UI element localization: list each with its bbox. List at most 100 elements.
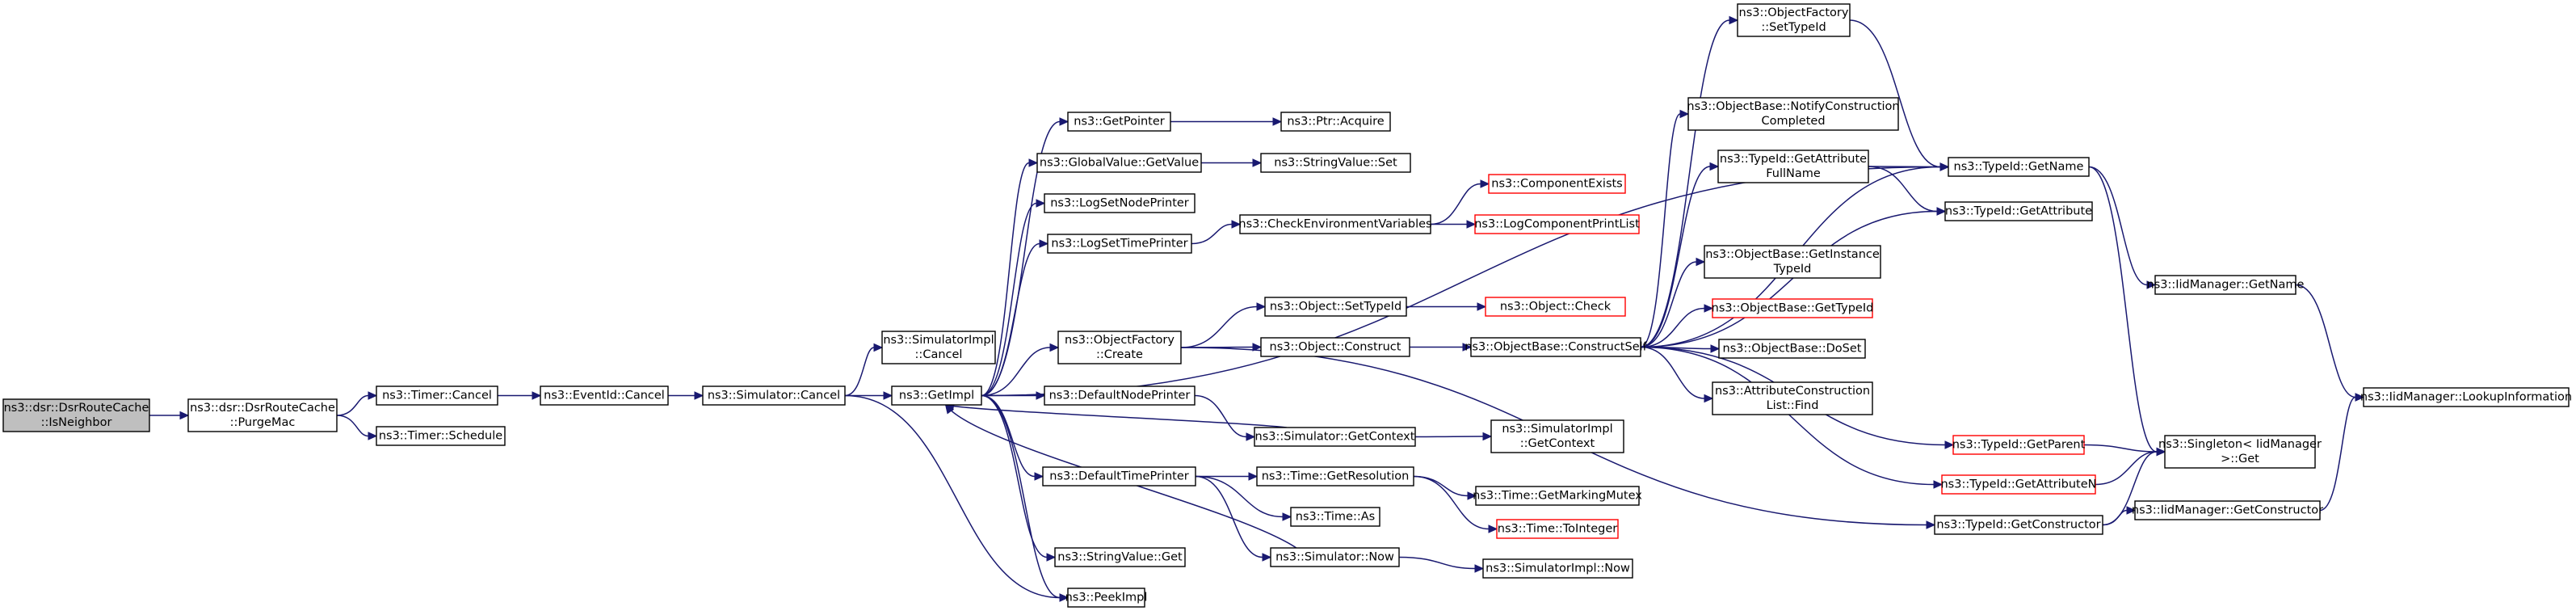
- arrowhead: [1059, 117, 1069, 126]
- node-strvalget[interactable]: ns3::StringValue::Get: [1054, 547, 1186, 567]
- node-box: [2, 398, 150, 432]
- node-compexists[interactable]: ns3::ComponentExists: [1488, 174, 1626, 194]
- node-tidgetparent[interactable]: ns3::TypeId::GetParent: [1952, 435, 2086, 455]
- node-simimplcancel[interactable]: ns3::SimulatorImpl::Cancel: [881, 331, 996, 364]
- node-box: [1044, 193, 1196, 213]
- edge-tidgetparent-to-singletonget: [2083, 444, 2158, 453]
- node-label: ns3::TypeId::GetAttributeN: [1940, 478, 2096, 491]
- node-dolset[interactable]: ns3::ObjectBase::DoSet: [1718, 339, 1866, 359]
- edge-purgemac-to-timercancel: [336, 394, 369, 416]
- node-label: ns3::ObjectBase::GetInstance: [1705, 248, 1880, 261]
- arrowhead: [883, 391, 893, 400]
- node-simimplgetctx[interactable]: ns3::SimulatorImpl::GetContext: [1490, 419, 1624, 453]
- node-iidgetname[interactable]: ns3::IidManager::GetName: [2147, 275, 2305, 295]
- node-label: Completed: [1761, 115, 1825, 128]
- edge-simcancel-to-peekimpl: [844, 394, 1061, 599]
- arrowhead: [1252, 158, 1263, 167]
- node-box: [2154, 275, 2297, 295]
- node-simimplnow[interactable]: ns3::SimulatorImpl::Now: [1482, 558, 1633, 579]
- node-objcheck[interactable]: ns3::Object::Check: [1485, 297, 1626, 317]
- node-simnow[interactable]: ns3::Simulator::Now: [1270, 547, 1400, 567]
- node-box: [1488, 174, 1626, 194]
- node-purgemac[interactable]: ns3::dsr::DsrRouteCache::PurgeMac: [187, 398, 338, 432]
- node-simgetcontext[interactable]: ns3::Simulator::GetContext: [1254, 427, 1416, 447]
- edge-timegetres-to-timetoint: [1413, 475, 1490, 530]
- node-iidgetconstr[interactable]: ns3::IidManager::GetConstructor: [2132, 500, 2323, 520]
- node-label: ns3::SimulatorImpl: [883, 334, 994, 347]
- node-box: [1057, 331, 1182, 364]
- node-box: [1737, 3, 1851, 37]
- node-objsettypeid[interactable]: ns3::Object::SetTypeId: [1264, 297, 1407, 317]
- node-objfactcreate[interactable]: ns3::ObjectFactory::Create: [1057, 331, 1182, 364]
- node-logsetnode[interactable]: ns3::LogSetNodePrinter: [1044, 193, 1196, 213]
- arrowhead: [1039, 239, 1049, 248]
- arrowhead: [1462, 343, 1473, 352]
- edge-deftimeprinter-to-simnow: [1195, 475, 1263, 558]
- edge-simgetcontext-to-getimpl: [945, 404, 1287, 428]
- node-label: ns3::LogSetTimePrinter: [1051, 238, 1187, 251]
- node-iidlookup[interactable]: ns3::IidManager::LookupInformation: [2360, 387, 2572, 407]
- node-timeas[interactable]: ns3::Time::As: [1290, 507, 1380, 527]
- node-label: FullName: [1766, 167, 1821, 180]
- node-tidgetname[interactable]: ns3::TypeId::GetName: [1948, 157, 2090, 177]
- node-logsettime[interactable]: ns3::LogSetTimePrinter: [1047, 234, 1192, 254]
- node-label: ns3::Simulator::Cancel: [708, 390, 840, 402]
- node-box: [376, 385, 498, 406]
- node-deftimeprinter[interactable]: ns3::DefaultTimePrinter: [1042, 466, 1196, 487]
- edge-tidgetconstr-to-iidgetconstr: [2102, 509, 2128, 526]
- node-timegetres[interactable]: ns3::Time::GetResolution: [1256, 466, 1414, 487]
- arrowhead: [2126, 506, 2137, 515]
- node-singletonget[interactable]: ns3::Singleton< IidManager >::Get: [2158, 435, 2322, 469]
- node-ptracquire[interactable]: ns3::Ptr::Acquire: [1280, 112, 1391, 132]
- node-objfactsettid[interactable]: ns3::ObjectFactory::SetTypeId: [1737, 3, 1851, 37]
- node-timerschedule[interactable]: ns3::Timer::Schedule: [376, 426, 506, 446]
- node-logcomplist[interactable]: ns3::LogComponentPrintList: [1474, 214, 1640, 234]
- node-eventidcancel[interactable]: ns3::EventId::Cancel: [540, 385, 669, 406]
- node-label: ns3::IidManager::GetName: [2147, 279, 2305, 292]
- node-timetoint[interactable]: ns3::Time::ToInteger: [1496, 519, 1619, 539]
- node-tidgetattrn[interactable]: ns3::TypeId::GetAttributeN: [1940, 474, 2097, 495]
- node-gvgetvalue[interactable]: ns3::GlobalValue::GetValue: [1036, 153, 1202, 173]
- node-objconstruct[interactable]: ns3::Object::Construct: [1260, 337, 1410, 357]
- node-box: [1042, 466, 1196, 487]
- edge-purgemac-to-timerschedule: [336, 415, 369, 437]
- node-label: ns3::SimulatorImpl::Now: [1486, 562, 1630, 575]
- node-label: ns3::SimulatorImpl: [1502, 423, 1612, 436]
- node-label: ns3::TypeId::GetParent: [1952, 439, 2086, 452]
- edge-defnodeprinter-to-simgetcontext: [1194, 394, 1247, 438]
- node-label: ::Create: [1096, 348, 1143, 361]
- node-box: [1496, 519, 1619, 539]
- node-box: [1718, 339, 1866, 359]
- node-box: [1474, 214, 1640, 234]
- node-constructself[interactable]: ns3::ObjectBase::ConstructSelf: [1464, 337, 1648, 357]
- node-timemutex[interactable]: ns3::Time::GetMarkingMutex: [1473, 486, 1642, 506]
- nodes-layer: ns3::dsr::DsrRouteCache::IsNeighborns3::…: [2, 3, 2572, 608]
- edge-constructself-to-obgettypeid: [1640, 307, 1705, 348]
- node-box: [187, 398, 338, 432]
- arrowhead: [1696, 257, 1706, 267]
- node-box: [1260, 153, 1411, 173]
- node-simcancel[interactable]: ns3::Simulator::Cancel: [702, 385, 846, 406]
- arrowhead: [1729, 15, 1739, 25]
- node-peekimpl[interactable]: ns3::PeekImpl: [1065, 588, 1148, 608]
- node-tidgetattr[interactable]: ns3::TypeId::GetAttribute: [1944, 201, 2093, 221]
- node-strvalset[interactable]: ns3::StringValue::Set: [1260, 153, 1411, 173]
- node-label: ns3::Time::GetResolution: [1262, 470, 1410, 483]
- node-box: [1044, 385, 1196, 406]
- node-getimpl[interactable]: ns3::GetImpl: [891, 385, 982, 406]
- arrowhead: [1474, 564, 1485, 573]
- node-obgettypeid[interactable]: ns3::ObjectBase::GetTypeId: [1712, 298, 1874, 318]
- node-checkenv[interactable]: ns3::CheckEnvironmentVariables: [1238, 214, 1432, 234]
- arrowhead: [179, 411, 190, 420]
- node-defnodeprinter[interactable]: ns3::DefaultNodePrinter: [1044, 385, 1196, 406]
- arrowhead: [1034, 472, 1044, 481]
- node-timercancel[interactable]: ns3::Timer::Cancel: [376, 385, 498, 406]
- node-isneighbor[interactable]: ns3::dsr::DsrRouteCache::IsNeighbor: [2, 398, 150, 432]
- node-getpointer[interactable]: ns3::GetPointer: [1067, 112, 1171, 132]
- node-tidgetconstr[interactable]: ns3::TypeId::GetConstructor: [1934, 515, 2103, 535]
- node-notifyconstr[interactable]: ns3::ObjectBase::NotifyConstructionCompl…: [1687, 97, 1900, 131]
- node-label: ns3::ObjectBase::NotifyConstruction: [1687, 100, 1899, 113]
